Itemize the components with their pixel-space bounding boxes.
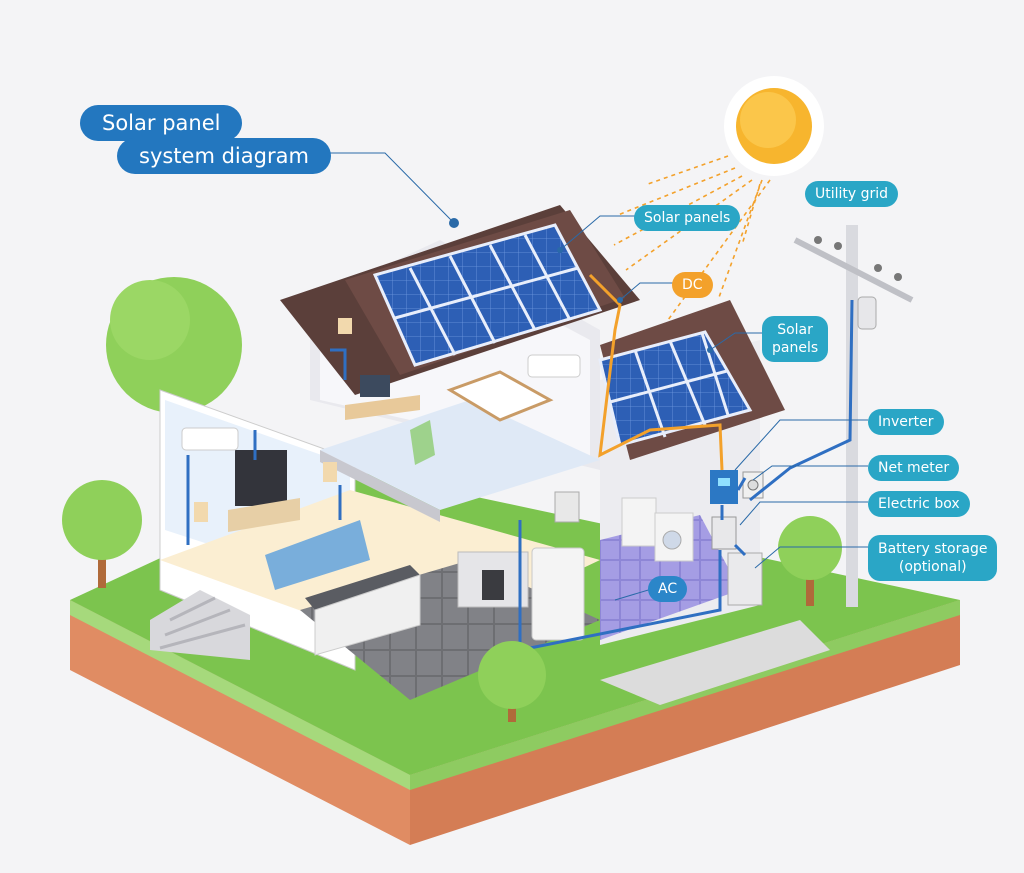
- wires: [186, 273, 854, 652]
- tree-left-front: [62, 480, 142, 588]
- title-line-1: Solar panel: [80, 105, 243, 141]
- label-dc: DC: [672, 272, 713, 298]
- tree-right: [778, 516, 842, 606]
- label-ac: AC: [648, 576, 688, 602]
- label-net-meter: Net meter: [868, 455, 960, 481]
- label-battery-storage: Battery storage (optional): [868, 535, 998, 581]
- title-pointer-dot: [449, 218, 459, 228]
- bedroom: [338, 318, 581, 465]
- label-solar-panels-top: Solar panels: [634, 205, 741, 231]
- label-solar-panels-right: Solar panels: [762, 316, 829, 362]
- living-room: [181, 427, 370, 590]
- tree-front-center: [478, 641, 546, 722]
- equipment: [710, 470, 764, 606]
- solar-array-lower-roof: [598, 330, 753, 447]
- label-inverter: Inverter: [868, 409, 944, 435]
- utility-pole: [793, 225, 914, 607]
- sun: [724, 76, 824, 176]
- label-utility-grid: Utility grid: [805, 181, 899, 207]
- kitchen: [305, 491, 585, 656]
- title-line-2: system diagram: [117, 138, 331, 174]
- leader-lines: [330, 152, 868, 601]
- stairs: [150, 590, 250, 660]
- laundry: [621, 497, 694, 562]
- solar-array-main-roof: [372, 223, 603, 367]
- label-electric-box: Electric box: [868, 491, 970, 517]
